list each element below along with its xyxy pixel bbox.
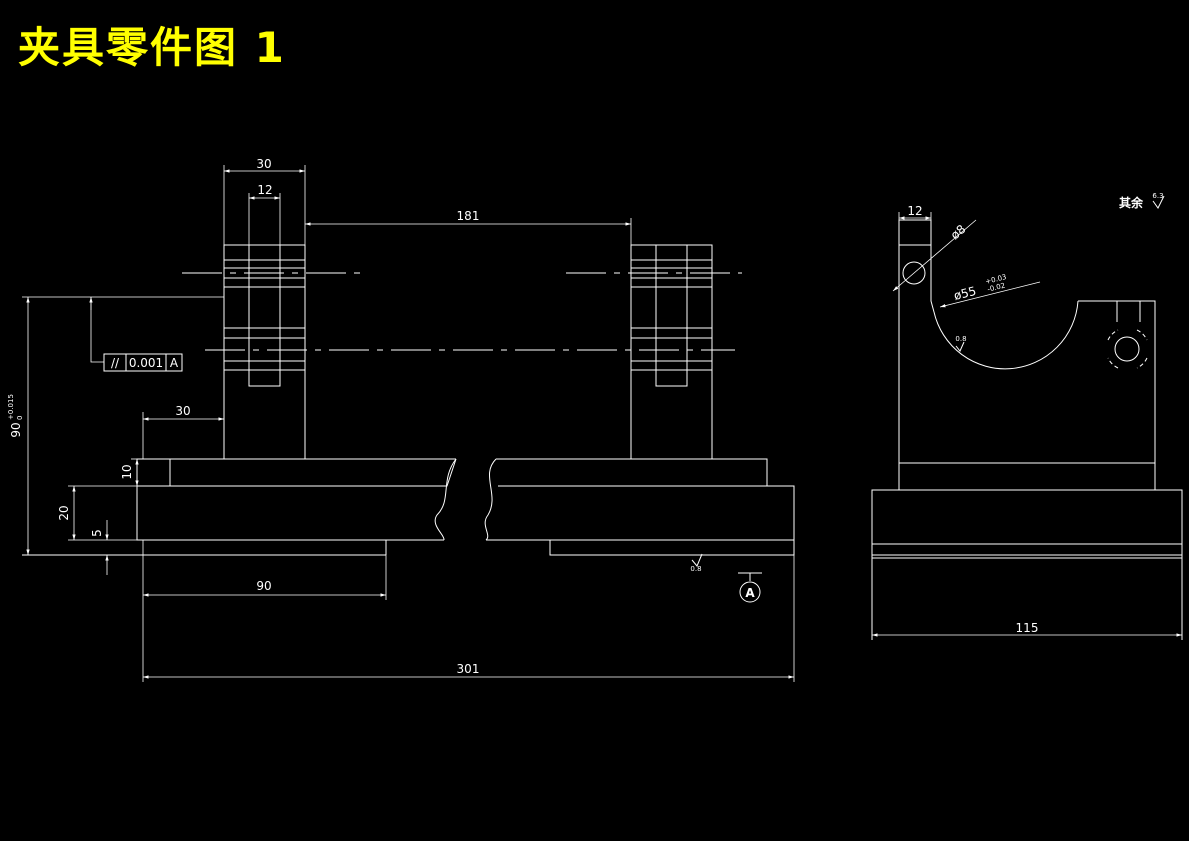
roughness-symbol: 0.8 — [690, 553, 703, 573]
dim-text: 30 — [256, 157, 271, 171]
dim-offset-left: 30 — [142, 404, 224, 459]
side-base — [871, 489, 1183, 640]
dim-text: 10 — [120, 464, 134, 479]
dim-foot-length: 90 — [142, 540, 387, 682]
dim-text: 301 — [457, 662, 480, 676]
datum-letter: A — [745, 586, 755, 600]
side-dim-bore: ø55 +0.03 -0.02 — [939, 273, 1041, 308]
dim-text: 12 — [907, 204, 922, 218]
dim-upright-width: 30 — [223, 157, 306, 245]
tolerance-value: 0.001 — [129, 356, 163, 370]
side-roughness-symbol: 0.8 — [955, 335, 967, 352]
roughness-value: 6.3 — [1152, 192, 1163, 200]
roughness-value: 0.8 — [955, 335, 966, 343]
dim-base-height: 20 — [57, 485, 137, 541]
dim-base-foot: 5 — [90, 520, 109, 575]
dim-total-height: 90 +0.015 0 — [7, 296, 224, 555]
rest-roughness-note: 其余 6.3 — [1119, 192, 1165, 210]
dim-text: 181 — [457, 209, 480, 223]
left-upright — [223, 244, 306, 460]
dim-text: 20 — [57, 505, 71, 520]
dim-text: ø55 — [952, 284, 977, 303]
dim-slot-width: 12 — [248, 183, 281, 245]
dim-text: 115 — [1016, 621, 1039, 635]
side-dim-hole: ø8 — [892, 219, 977, 292]
side-body — [898, 219, 1156, 490]
dim-overall-length: 301 — [143, 555, 795, 682]
side-dim-base: 115 — [872, 621, 1182, 637]
dim-text: 90 — [9, 422, 23, 437]
front-view: 30 12 181 30 10 20 — [7, 157, 795, 682]
tolerance-frame: // 0.001 A — [89, 297, 183, 372]
roughness-value: 0.8 — [690, 565, 701, 573]
dim-text: ø8 — [948, 222, 968, 242]
dim-text: 12 — [257, 183, 272, 197]
rest-label: 其余 — [1119, 195, 1144, 210]
dim-tol-upper: +0.015 — [7, 394, 15, 420]
dim-text: 90 — [256, 579, 271, 593]
dim-base-step: 10 — [120, 458, 143, 486]
datum-symbol: A — [738, 572, 762, 603]
dim-tol-lower: 0 — [16, 416, 24, 420]
drawing-title: 夹具零件图 1 — [18, 23, 286, 72]
side-view: 12 115 ø8 ø55 +0.03 -0.02 0.8 其余 6.3 — [871, 192, 1183, 640]
right-upright — [630, 244, 713, 460]
dim-upright-spacing: 181 — [305, 209, 632, 245]
base-plate — [22, 458, 795, 556]
side-dim-slot: 12 — [898, 204, 932, 220]
dim-text: 5 — [90, 529, 104, 537]
datum-ref: A — [170, 356, 179, 370]
dim-text: 30 — [175, 404, 190, 418]
parallelism-symbol: // — [111, 356, 120, 370]
